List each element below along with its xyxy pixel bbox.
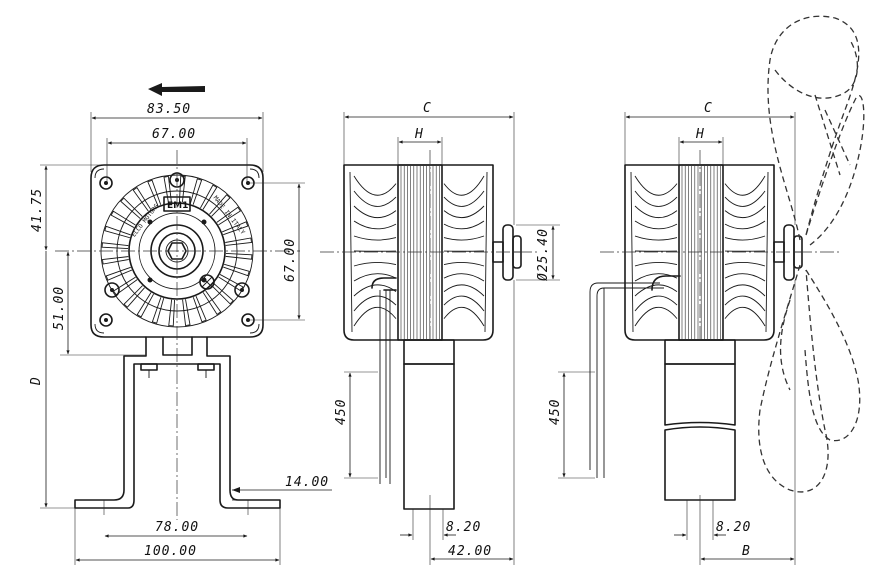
dim-fan-offset: B	[742, 544, 751, 559]
mounting-bracket	[74, 336, 281, 515]
nameplate-badge-text: EM1	[167, 201, 188, 211]
side-housing	[343, 164, 494, 341]
dim-bracket-thickness: 14.00	[285, 475, 329, 490]
side-dimensions: C H Ø25.40 450 8.20 42.00	[334, 101, 560, 565]
side-view: C H Ø25.40 450 8.20 42.00	[320, 101, 560, 565]
dim-bracket-base-width: 100.00	[144, 544, 197, 559]
nameplate-right-text: MADE IN ITALY	[212, 195, 247, 237]
front-fins	[101, 175, 253, 327]
dim-fan-lead-length: 450	[548, 399, 563, 425]
front-dimensions: 83.50 67.00 41.75 51.00 D 67.00	[29, 102, 332, 565]
dim-front-width: 83.50	[147, 102, 191, 117]
dim-fan-overall-width: C	[704, 101, 713, 116]
fan-side-fins	[634, 175, 766, 327]
fan-dimensions: C H 450 8.20 B	[548, 101, 796, 565]
dim-front-top-offset: 41.75	[30, 188, 45, 232]
front-housing	[90, 164, 264, 338]
dim-front-inner-width: 67.00	[152, 127, 196, 142]
stator-laminations	[400, 166, 440, 339]
fan-stator-laminations	[681, 166, 721, 339]
dim-fan-shaft-width: 8.20	[716, 520, 751, 535]
dim-front-lower-offset: 51.00	[52, 286, 67, 330]
dim-shaft-diameter: Ø25.40	[536, 228, 551, 281]
dim-side-overall-width: C	[423, 101, 432, 116]
dim-lead-length: 450	[334, 399, 349, 425]
fan-housing	[624, 164, 775, 341]
fan-view: C H 450 8.20 B	[548, 15, 865, 565]
dim-side-stack-width: H	[414, 127, 424, 142]
dim-front-height: 67.00	[283, 238, 298, 282]
front-view: EM1 ELCO MOTORS MADE IN ITALY 83.50 67.	[29, 83, 332, 565]
side-fins	[353, 175, 485, 327]
dim-shaft-offset: 42.00	[448, 544, 492, 559]
dim-shaft-width: 8.20	[446, 520, 481, 535]
dim-front-overall-height: D	[29, 376, 44, 386]
dim-fan-stack-width: H	[695, 127, 705, 142]
fan-blades	[758, 15, 865, 493]
dim-bracket-hole-span: 78.00	[155, 520, 199, 535]
rotation-arrow-icon	[148, 83, 205, 96]
